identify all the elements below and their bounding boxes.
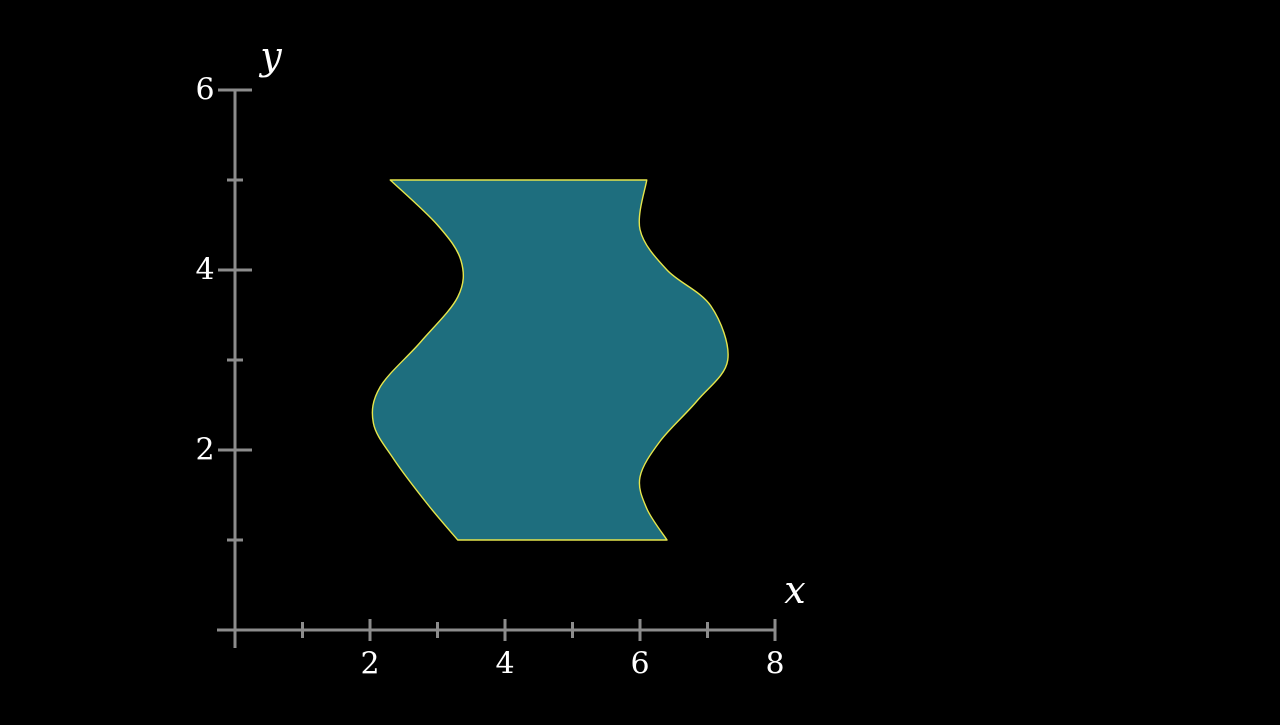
x-tick-label: 2: [360, 647, 379, 682]
region-layer: [371, 179, 729, 541]
shaded-region: [371, 179, 729, 541]
x-tick-label: 8: [765, 647, 784, 682]
axes-layer: 2 4 6 8 2 4 6: [195, 73, 784, 682]
labels-layer: x y: [258, 34, 805, 612]
y-tick-label: 2: [195, 433, 214, 468]
y-axis-label: y: [258, 34, 282, 78]
x-axis-label: x: [784, 568, 805, 612]
y-tick-label: 4: [195, 253, 214, 288]
x-tick-label: 4: [495, 647, 514, 682]
y-tick-label: 6: [195, 73, 214, 108]
x-tick-label: 6: [630, 647, 649, 682]
